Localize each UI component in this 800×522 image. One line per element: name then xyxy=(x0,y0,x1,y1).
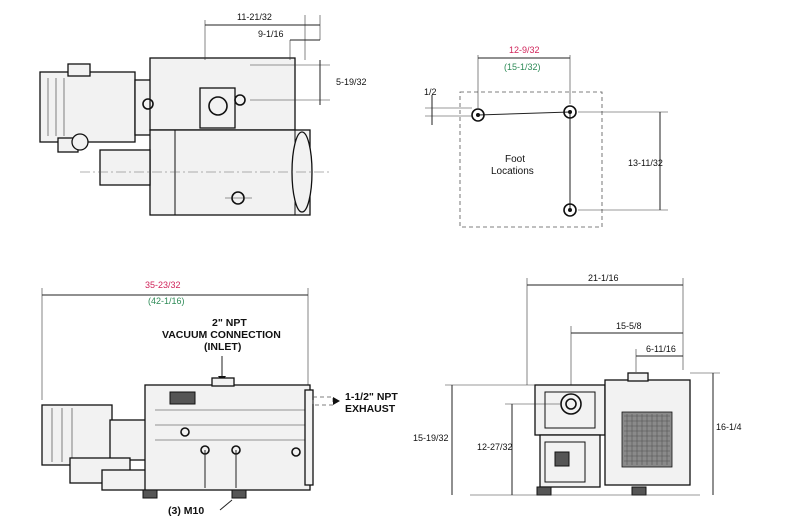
mount-bolt-label: (3) M10 xyxy=(168,505,204,517)
dim-13-11-32: 13-11/32 xyxy=(628,158,663,168)
dim-15-5-8: 15-5/8 xyxy=(616,321,642,331)
inlet-npt-label: 2" NPT xyxy=(212,317,247,329)
inlet-label: (INLET) xyxy=(204,341,241,353)
inlet-flange xyxy=(211,377,235,387)
dim-11-21-32: 11-21/32 xyxy=(237,12,272,22)
motor-housing xyxy=(41,404,113,466)
coupling xyxy=(99,149,151,186)
dim-35-23-32: 35-23/32 xyxy=(145,280,181,290)
locations-label: Locations xyxy=(491,166,534,177)
dim-15-19-32: 15-19/32 xyxy=(413,433,449,443)
inlet-port xyxy=(560,393,582,415)
foot-hole xyxy=(563,105,577,119)
mounting-foot xyxy=(142,489,158,499)
foot-label: Foot xyxy=(505,154,525,165)
dim-21-1-16: 21-1/16 xyxy=(588,273,619,283)
dim-5-19-32: 5-19/32 xyxy=(336,77,367,87)
inlet-flange xyxy=(199,87,236,129)
motor-terminal-box xyxy=(67,63,91,77)
dim-42-1-16: (42-1/16) xyxy=(148,296,185,306)
inlet-port xyxy=(208,96,228,116)
dim-12-27-32: 12-27/32 xyxy=(477,442,513,452)
pump-body xyxy=(149,129,311,216)
mounting-foot xyxy=(231,489,247,499)
foot-hole xyxy=(471,108,485,122)
foot-hole xyxy=(563,203,577,217)
mounting-foot xyxy=(631,486,647,496)
side-view: 35-23/32 (42-1/16) 2" NPT VACUUM CONNECT… xyxy=(41,280,398,517)
top-view: 11-21/32 9-1/16 5-19/32 xyxy=(39,12,367,216)
foot-locations-view: 12-9/32 (15-1/32) 1/2 13-11/32 Foot Loca… xyxy=(424,45,668,228)
vacuum-connection-label: VACUUM CONNECTION xyxy=(162,329,281,341)
end-view: 21-1/16 15-5/8 6-11/16 15-19/32 1 xyxy=(413,273,742,496)
exhaust-label: EXHAUST xyxy=(345,403,396,415)
dim-15-1-32: (15-1/32) xyxy=(504,62,541,72)
dim-1-2: 1/2 xyxy=(424,87,437,97)
footprint-outline xyxy=(459,91,603,228)
dim-9-1-16: 9-1/16 xyxy=(258,29,284,39)
exhaust-npt-label: 1-1/2" NPT xyxy=(345,391,398,403)
motor-housing xyxy=(39,71,136,143)
cooling-grille xyxy=(621,411,673,468)
dim-6-11-16: 6-11/16 xyxy=(646,344,676,354)
mounting-foot xyxy=(536,486,552,496)
dim-16-1-4: 16-1/4 xyxy=(716,422,742,432)
dim-12-9-32: 12-9/32 xyxy=(509,45,540,55)
